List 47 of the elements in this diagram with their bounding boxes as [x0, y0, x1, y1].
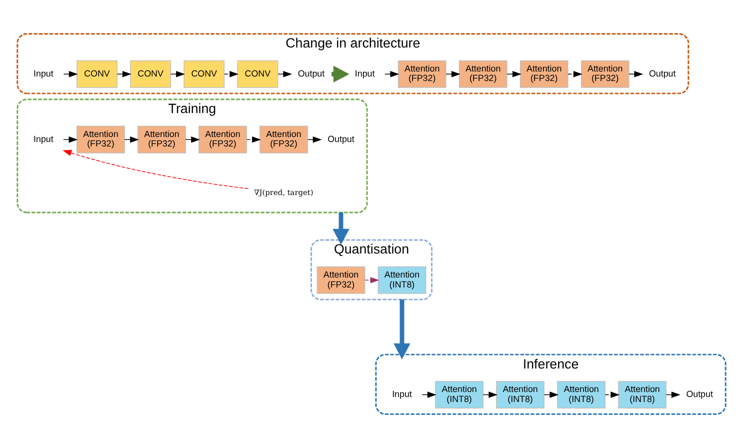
arrow [124, 136, 140, 142]
node-box: Attention (FP32) [458, 60, 508, 88]
node-box: Attention (INT8) [435, 380, 484, 408]
arrow [568, 70, 582, 77]
node-box: Attention (INT8) [557, 380, 606, 408]
node-text: Input [34, 68, 54, 78]
node-box: Attention (INT8) [378, 266, 426, 294]
node-text: ∇J(pred, target) [254, 187, 314, 196]
arrow [185, 136, 200, 142]
arrow [62, 149, 249, 189]
node-box: Attention (FP32) [260, 125, 308, 153]
arrow [170, 70, 185, 77]
arrow [506, 70, 522, 77]
arrow [307, 136, 322, 142]
node-box: Attention (FP32) [198, 125, 247, 153]
node-box: Attention (FP32) [580, 60, 630, 88]
arrow [446, 70, 460, 77]
node-text: Input [34, 133, 54, 144]
arrow [332, 212, 350, 244]
arrow [604, 391, 620, 398]
arrow [278, 70, 292, 77]
arrow [63, 70, 78, 77]
node-text: Input [392, 388, 412, 399]
arrow [628, 70, 644, 77]
arrow [224, 70, 239, 77]
arrow [384, 70, 400, 77]
arrow [116, 70, 132, 77]
node-box: CONV [184, 60, 225, 88]
node-box: Attention (FP32) [398, 60, 446, 88]
arrow [63, 136, 78, 142]
node-box: Attention (FP32) [316, 266, 366, 294]
node-text: Output [298, 68, 325, 78]
node-box: CONV [76, 60, 118, 88]
arrow [246, 136, 262, 142]
node-box: Attention (FP32) [138, 125, 186, 153]
node-text: Output [649, 68, 676, 78]
node-box: Attention (INT8) [496, 380, 544, 408]
node-box: Attention (FP32) [76, 125, 125, 153]
node-text: Output [328, 133, 354, 144]
arrow [364, 276, 380, 283]
node-text: Input [354, 68, 375, 78]
arrow [394, 299, 410, 359]
node-box: Attention (INT8) [618, 380, 666, 408]
node-box: Attention (FP32) [520, 60, 568, 88]
node-box: CONV [130, 60, 172, 88]
node-text: Output [686, 388, 713, 399]
node-box: CONV [237, 60, 278, 88]
